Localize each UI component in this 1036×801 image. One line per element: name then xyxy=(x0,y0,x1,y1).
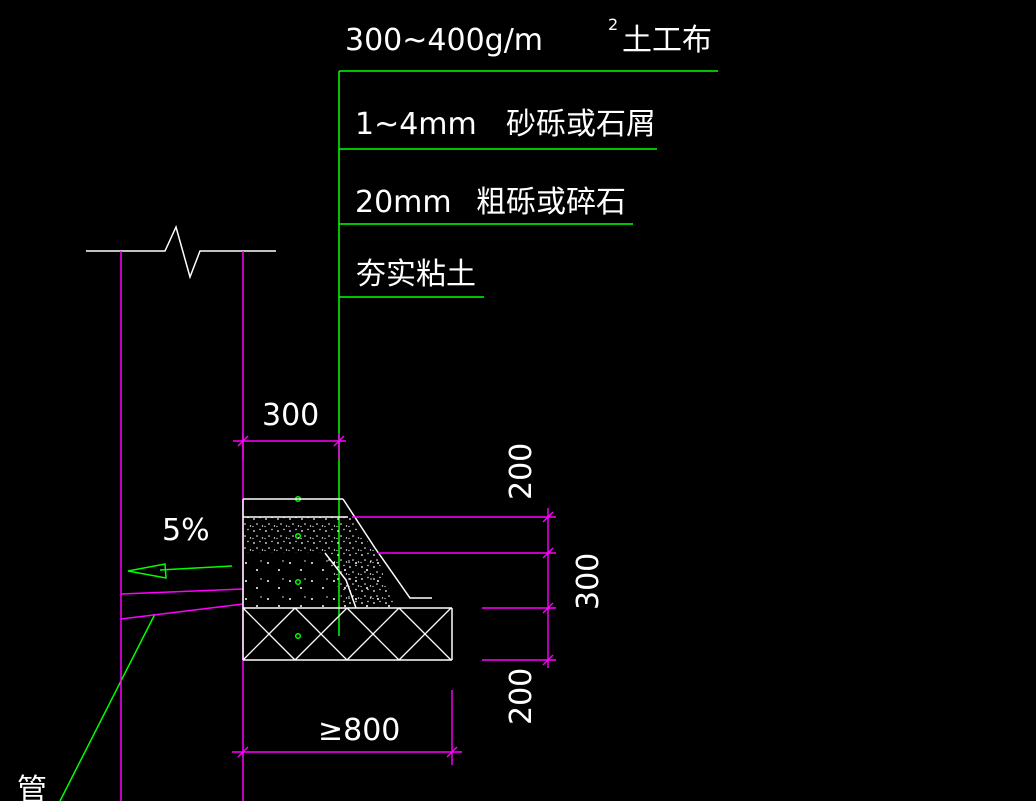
sand-layer xyxy=(243,517,376,553)
geotextile-superscript: 2 xyxy=(608,15,618,34)
dim-layer-mid: 300 xyxy=(571,553,606,610)
geotextile-spec: 300~400g/m xyxy=(345,23,543,58)
dim-layer-top: 200 xyxy=(504,443,539,500)
slope-arrowhead xyxy=(127,563,167,579)
sand-spec: 1~4mm xyxy=(355,107,477,142)
geotextile-name: 土工布 xyxy=(622,23,712,58)
dimension-lines xyxy=(232,433,556,765)
slope-fill xyxy=(325,553,395,608)
sand-name: 砂砾或石屑 xyxy=(506,107,656,142)
slope-arrow-shaft xyxy=(159,565,233,571)
dim-top-width: 300 xyxy=(262,398,319,433)
pipe-line-upper xyxy=(120,588,244,595)
dim-layer-bottom: 200 xyxy=(504,668,539,725)
pipe-label: 管 xyxy=(17,773,47,801)
leader-lines xyxy=(59,70,718,801)
pipe-leader xyxy=(59,613,156,801)
gravel-name: 粗砾或碎石 xyxy=(476,185,626,220)
gravel-spec: 20mm xyxy=(355,185,452,220)
dim-base-width: ≥800 xyxy=(318,713,400,748)
break-line xyxy=(86,224,276,280)
filter-body xyxy=(242,498,453,661)
clay-crosshatch xyxy=(242,607,452,661)
clay-name: 夯实粘土 xyxy=(356,257,476,292)
slope-label: 5% xyxy=(162,513,210,548)
pipe-line-lower xyxy=(120,603,244,620)
